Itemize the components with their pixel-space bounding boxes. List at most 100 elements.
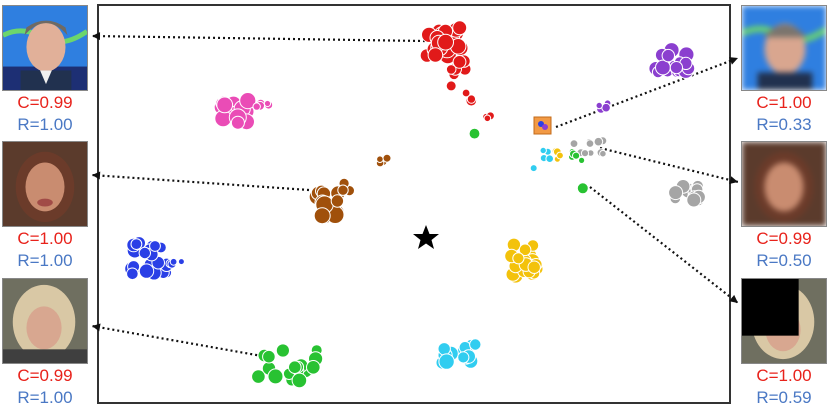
cluster-point-yellow bbox=[518, 243, 532, 257]
cluster-point-cyan bbox=[437, 342, 451, 356]
ratio-label: R=1.00 bbox=[17, 388, 73, 407]
cluster-point-blue bbox=[130, 238, 143, 251]
cluster-point-green bbox=[291, 372, 308, 389]
cluster-point-blue bbox=[169, 257, 178, 266]
cluster-point-pink bbox=[263, 99, 272, 108]
face-image bbox=[742, 279, 826, 363]
ratio-label: R=1.00 bbox=[17, 251, 73, 270]
cluster-point-red bbox=[437, 33, 455, 51]
star-icon bbox=[413, 225, 439, 249]
confidence-label: C=0.99 bbox=[17, 366, 73, 385]
face-thumbnail-left-2 bbox=[2, 141, 88, 227]
cluster-point-cyan bbox=[545, 154, 555, 163]
cluster-point-red bbox=[427, 47, 444, 63]
confidence-label: C=1.00 bbox=[17, 229, 73, 248]
cluster-point-brown bbox=[313, 207, 331, 225]
cluster-point-gray bbox=[585, 139, 595, 148]
cluster-point-blue bbox=[126, 267, 139, 281]
cluster-point-purple bbox=[595, 101, 603, 110]
arrow-layer bbox=[91, 32, 739, 358]
cluster-point-red bbox=[452, 20, 468, 36]
cluster-point-green bbox=[275, 343, 290, 358]
dotted-arrow-line bbox=[555, 56, 739, 129]
cluster-point-purple bbox=[655, 59, 671, 76]
cluster-point-yellow bbox=[512, 252, 525, 265]
ratio-label: R=1.00 bbox=[17, 115, 73, 134]
cluster-point-brown bbox=[376, 155, 384, 163]
dotted-arrow-line bbox=[91, 324, 263, 358]
cluster-point-green bbox=[468, 127, 481, 140]
cluster-point-red bbox=[466, 94, 477, 104]
highlight-point bbox=[542, 124, 548, 130]
cluster-point-gray bbox=[686, 192, 702, 208]
cluster-point-green bbox=[572, 151, 581, 160]
cluster-point-red bbox=[445, 64, 457, 75]
cluster-point-gray bbox=[569, 139, 579, 149]
face-thumbnail-right-1 bbox=[741, 5, 827, 91]
cluster-point-cyan bbox=[529, 164, 538, 173]
cluster-point-purple bbox=[661, 48, 675, 63]
cluster-point-brown bbox=[382, 153, 392, 163]
cluster-point-green bbox=[578, 156, 586, 164]
cluster-point-red bbox=[445, 80, 457, 92]
cluster-point-pink bbox=[239, 92, 257, 110]
cluster-point-pink bbox=[230, 115, 245, 130]
cluster-point-gray bbox=[668, 185, 684, 201]
cluster-point-pink bbox=[216, 96, 234, 114]
cluster-point-green bbox=[262, 349, 276, 364]
cluster-point-red bbox=[461, 88, 471, 98]
dotted-arrow-line bbox=[589, 186, 739, 304]
cluster-point-gray bbox=[599, 149, 607, 158]
face-image bbox=[742, 142, 826, 226]
cluster-point-green bbox=[251, 369, 266, 384]
cluster-point-blue bbox=[149, 240, 161, 252]
confidence-label: C=0.99 bbox=[756, 229, 812, 248]
cluster-point-brown bbox=[330, 194, 345, 208]
cluster-point-green bbox=[306, 360, 321, 375]
face-thumbnail-left-1 bbox=[2, 5, 88, 91]
cluster-point-purple bbox=[601, 102, 611, 113]
arrowhead-icon bbox=[729, 57, 738, 65]
cluster-point-green bbox=[576, 182, 589, 195]
face-image bbox=[3, 142, 87, 226]
confidence-label: C=1.00 bbox=[756, 93, 812, 112]
cluster-point-brown bbox=[337, 184, 349, 196]
face-thumbnail-right-2 bbox=[741, 141, 827, 227]
cluster-point-gray bbox=[580, 149, 590, 158]
cluster-point-cyan bbox=[539, 146, 547, 155]
arrowhead-icon bbox=[92, 171, 101, 180]
cluster-point-green bbox=[267, 368, 284, 385]
face-image bbox=[3, 6, 87, 90]
cluster-point-gray bbox=[593, 136, 604, 147]
cluster-point-red bbox=[452, 55, 467, 69]
arrowhead-icon bbox=[92, 32, 101, 41]
cluster-point-purple bbox=[669, 61, 684, 75]
plot-frame bbox=[97, 4, 731, 404]
confidence-label: C=1.00 bbox=[756, 366, 812, 385]
face-image bbox=[742, 6, 826, 90]
arrowhead-icon bbox=[729, 294, 738, 303]
points-layer bbox=[124, 20, 706, 389]
cluster-point-blue bbox=[138, 246, 152, 260]
confidence-label: C=0.99 bbox=[17, 93, 73, 112]
cluster-point-red bbox=[483, 114, 492, 123]
face-image bbox=[3, 279, 87, 363]
face-thumbnail-right-3 bbox=[741, 278, 827, 364]
cluster-point-yellow bbox=[556, 151, 564, 160]
ratio-label: R=0.33 bbox=[756, 115, 812, 134]
cluster-point-cyan bbox=[469, 338, 482, 351]
face-thumbnail-left-3 bbox=[2, 278, 88, 364]
cluster-point-cyan bbox=[457, 351, 470, 364]
cluster-point-blue bbox=[177, 258, 185, 266]
cluster-point-cyan bbox=[438, 353, 455, 370]
cluster-point-yellow bbox=[527, 260, 541, 274]
cluster-point-blue bbox=[138, 263, 155, 279]
arrowhead-icon bbox=[92, 323, 101, 332]
dotted-arrow-line bbox=[599, 146, 739, 184]
arrowhead-icon bbox=[729, 176, 738, 184]
ratio-label: R=0.59 bbox=[756, 388, 812, 407]
dotted-arrow-line bbox=[91, 173, 310, 192]
cluster-point-pink bbox=[252, 102, 261, 111]
occlusion-patch bbox=[742, 279, 799, 336]
